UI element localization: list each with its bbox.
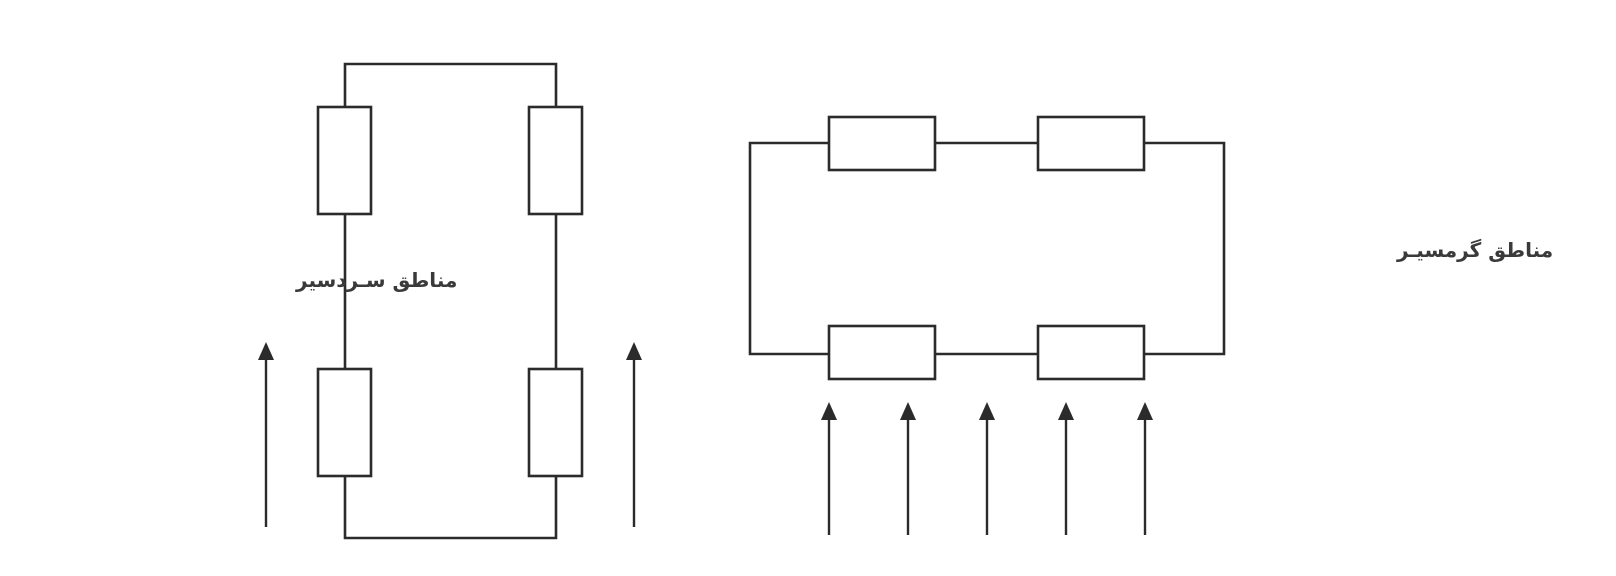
- cold-regions-label: مناطق سـردسیر: [295, 268, 457, 292]
- cold-resistor-top-left: [316, 105, 373, 216]
- cold-resistor-bottom-left: [316, 367, 373, 478]
- hot-resistor-top-left: [827, 115, 937, 172]
- hot-resistor-bottom-left: [827, 324, 937, 381]
- hot-airflow-arrow-5: [1137, 402, 1153, 535]
- hot-resistor-top-right: [1036, 115, 1146, 172]
- hot-airflow-arrow-1: [821, 402, 837, 535]
- hot-airflow-arrow-3: [979, 402, 995, 535]
- hot-regions-label: مناطق گرمسیـر: [1396, 238, 1553, 262]
- cold-resistor-bottom-right: [527, 367, 584, 478]
- cold-region-circuit: مناطق سـردسیر: [258, 62, 642, 540]
- hot-region-circuit: مناطق گرمسیـر: [748, 115, 1553, 535]
- cold-airflow-arrow-right: [626, 342, 642, 527]
- hot-airflow-arrow-2: [900, 402, 916, 535]
- hot-circuit-left-wire: [748, 141, 829, 356]
- cold-circuit-top-wire: [343, 62, 558, 107]
- cold-circuit-bottom-wire: [343, 476, 558, 540]
- cold-airflow-arrow-left: [258, 342, 274, 527]
- hot-resistor-bottom-right: [1036, 324, 1146, 381]
- cold-resistor-top-right: [527, 105, 584, 216]
- hot-airflow-arrow-4: [1058, 402, 1074, 535]
- hot-circuit-right-wire: [1144, 141, 1226, 356]
